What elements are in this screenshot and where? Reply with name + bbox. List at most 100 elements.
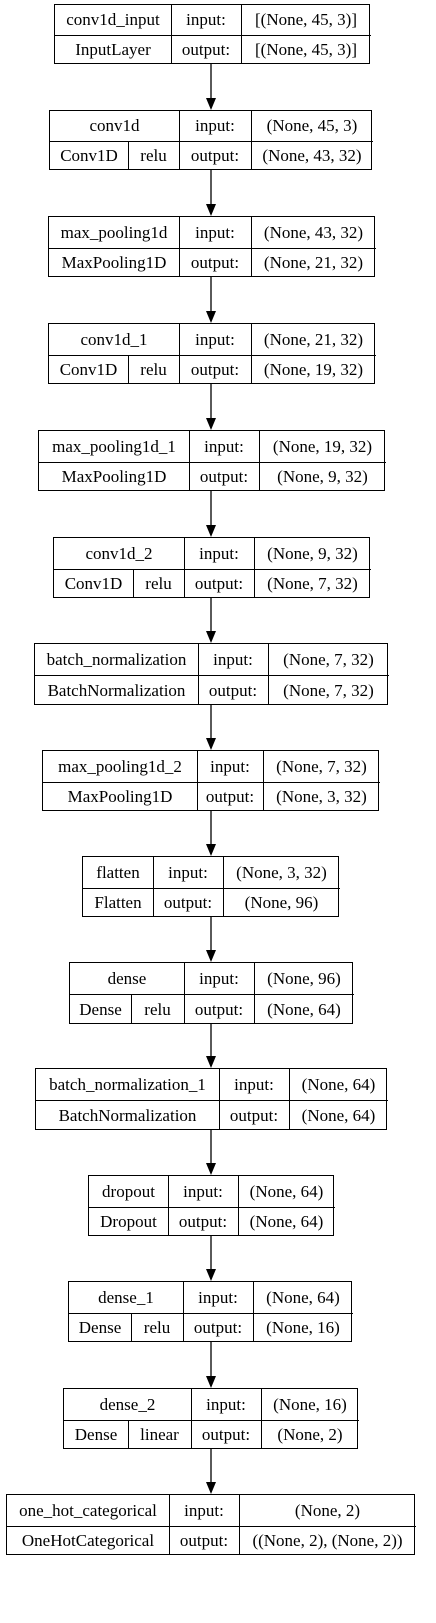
layer-name: max_pooling1d_2 <box>58 756 182 776</box>
column-divider <box>171 5 172 63</box>
input-label: input: <box>199 968 239 988</box>
cell-divider <box>70 994 184 995</box>
cell-divider <box>198 675 268 676</box>
cell-divider <box>35 675 198 676</box>
layer-name: one_hot_categorical <box>19 1500 157 1520</box>
layer-name: conv1d_1 <box>80 329 148 349</box>
cell-divider <box>89 1207 168 1208</box>
column-divider <box>261 1389 262 1448</box>
cell-divider <box>64 1420 191 1421</box>
arrow-head-icon <box>206 311 216 323</box>
output-shape: (None, 64) <box>301 1105 376 1125</box>
input-shape: (None, 16) <box>273 1394 347 1414</box>
arrow-head-icon <box>206 1376 216 1388</box>
layer-name: dropout <box>102 1181 155 1201</box>
input-shape: (None, 2) <box>294 1500 361 1520</box>
layer-type: OneHotCategorical <box>21 1531 155 1550</box>
cell-divider <box>49 355 179 356</box>
layer-name: flatten <box>96 862 140 882</box>
cell-divider <box>50 141 179 142</box>
output-label: output: <box>190 146 240 165</box>
cell-divider <box>191 1420 261 1421</box>
column-divider <box>289 1069 290 1129</box>
input-shape: (None, 64) <box>249 1181 324 1201</box>
output-label: output: <box>193 1318 243 1337</box>
input-label: input: <box>168 862 208 882</box>
layer-type: BatchNormalization <box>47 680 186 700</box>
cell-divider <box>43 782 197 783</box>
layer-name: conv1d_2 <box>85 543 153 563</box>
column-divider <box>189 431 190 490</box>
input-shape: (None, 45, 3) <box>266 116 358 135</box>
input-shape: (None, 43, 32) <box>263 222 364 242</box>
cell-divider <box>83 888 153 889</box>
input-shape: [(None, 45, 3)] <box>255 10 357 29</box>
layer-type: BatchNormalization <box>58 1105 197 1125</box>
arrow-head-icon <box>206 844 216 856</box>
column-divider <box>241 5 242 63</box>
output-shape: (None, 43, 32) <box>262 146 362 165</box>
column-divider <box>128 141 129 169</box>
input-shape: (None, 3, 32) <box>236 862 327 882</box>
column-divider <box>198 644 199 704</box>
layer-type: Dense <box>74 1425 118 1444</box>
output-label: output: <box>194 999 244 1019</box>
layer-type: InputLayer <box>75 40 151 59</box>
output-shape: (None, 7, 32) <box>267 574 358 593</box>
column-divider <box>153 857 154 916</box>
input-label: input: <box>206 1394 246 1414</box>
cell-divider <box>289 1100 388 1101</box>
output-label: output: <box>178 1212 228 1231</box>
output-label: output: <box>208 680 258 700</box>
layer-name: dense_1 <box>98 1287 154 1307</box>
layer-name: max_pooling1d_1 <box>52 436 176 456</box>
output-label: output: <box>190 253 240 272</box>
input-label: input: <box>210 756 250 776</box>
input-label: input: <box>199 543 239 563</box>
layer-type: MaxPooling1D <box>61 467 167 486</box>
input-label: input: <box>195 222 235 242</box>
arrow-head-icon <box>206 525 216 537</box>
layer-name: max_pooling1d <box>60 222 168 242</box>
column-divider <box>219 1069 220 1129</box>
column-divider <box>191 1389 192 1448</box>
cell-divider <box>238 1207 335 1208</box>
column-divider <box>239 1495 240 1554</box>
layer-type: Dropout <box>100 1212 157 1231</box>
layer-name: dense <box>107 968 147 988</box>
cell-divider <box>223 888 340 889</box>
input-label: input: <box>234 1074 274 1094</box>
input-shape: (None, 96) <box>267 968 341 988</box>
column-divider <box>254 963 255 1023</box>
output-shape: (None, 7, 32) <box>283 680 374 700</box>
column-divider <box>197 751 198 810</box>
cell-divider <box>39 462 189 463</box>
input-shape: (None, 7, 32) <box>276 756 367 776</box>
cell-divider <box>179 248 251 249</box>
cell-divider <box>169 1526 239 1527</box>
cell-divider <box>179 141 251 142</box>
output-shape: (None, 16) <box>266 1318 340 1337</box>
cell-divider <box>251 248 376 249</box>
cell-divider <box>254 994 354 995</box>
output-shape: (None, 64) <box>267 999 341 1019</box>
arrow-head-icon <box>206 631 216 643</box>
cell-divider <box>153 888 223 889</box>
layer-name: batch_normalization <box>46 649 187 669</box>
layer-name: dense_2 <box>99 1394 156 1414</box>
cell-divider <box>259 462 386 463</box>
cell-divider <box>239 1526 416 1527</box>
output-shape: (None, 19, 32) <box>263 360 364 379</box>
column-divider <box>238 1176 239 1235</box>
layer-type: MaxPooling1D <box>67 787 173 806</box>
output-label: output: <box>199 467 249 486</box>
output-label: output: <box>181 40 231 59</box>
cell-divider <box>219 1100 289 1101</box>
arrow-head-icon <box>206 98 216 110</box>
output-label: output: <box>194 574 244 593</box>
cell-divider <box>197 782 263 783</box>
